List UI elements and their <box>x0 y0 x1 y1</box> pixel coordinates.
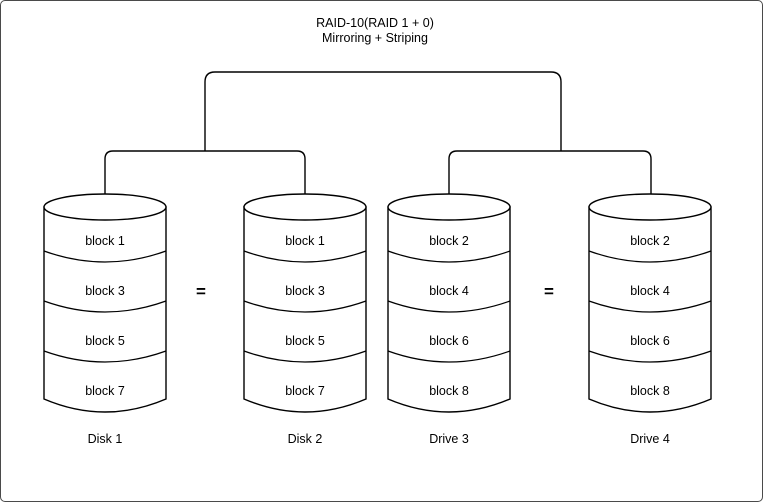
disk-2: block 1 block 3 block 5 block 7 Disk 2 <box>243 193 367 446</box>
disk-1-divider-2 <box>43 300 167 313</box>
disk-1-divider-3 <box>43 350 167 363</box>
drive-3-divider-1 <box>387 250 511 263</box>
drive-3-block-3: block 6 <box>429 334 469 348</box>
diagram-title-line1: RAID-10(RAID 1 + 0) <box>316 16 434 30</box>
drive-4-divider-2 <box>588 300 712 313</box>
disk-2-cylinder-top <box>243 193 367 221</box>
disk-1-divider-1 <box>43 250 167 263</box>
disk-1-block-3: block 5 <box>85 334 125 348</box>
drive-4-block-1: block 2 <box>630 234 670 248</box>
drive-3: block 2 block 4 block 6 block 8 Drive 3 <box>387 193 511 446</box>
disk-2-block-1: block 1 <box>285 234 325 248</box>
drive-4-divider-3 <box>588 350 712 363</box>
disk-1: block 1 block 3 block 5 block 7 Disk 1 <box>43 193 167 446</box>
disk-1-cylinder-top <box>43 193 167 221</box>
drive-3-label: Drive 3 <box>429 432 469 446</box>
disk-2-cylinder-body <box>243 206 367 413</box>
disk-2-block-3: block 5 <box>285 334 325 348</box>
drive-4-block-2: block 4 <box>630 284 670 298</box>
disk-2-label: Disk 2 <box>288 432 323 446</box>
equals-sign-mirror-1: = <box>196 282 206 301</box>
drive-4-cylinder-body <box>588 206 712 413</box>
drive-3-cylinder-top <box>387 193 511 221</box>
disk-1-cylinder-body <box>43 206 167 413</box>
diagram-title-line2: Mirroring + Striping <box>322 31 428 45</box>
disk-2-divider-2 <box>243 300 367 313</box>
drive-3-divider-2 <box>387 300 511 313</box>
drive-3-block-1: block 2 <box>429 234 469 248</box>
drive-3-cylinder-body <box>387 206 511 413</box>
drive-3-block-2: block 4 <box>429 284 469 298</box>
equals-sign-mirror-2: = <box>544 282 554 301</box>
disk-2-divider-1 <box>243 250 367 263</box>
disk-1-label: Disk 1 <box>88 432 123 446</box>
mirror-group-1-connector <box>104 150 306 194</box>
disk-1-block-4: block 7 <box>85 384 125 398</box>
drive-3-divider-3 <box>387 350 511 363</box>
disk-2-block-2: block 3 <box>285 284 325 298</box>
drive-4-divider-1 <box>588 250 712 263</box>
drive-4-label: Drive 4 <box>630 432 670 446</box>
drive-4-block-4: block 8 <box>630 384 670 398</box>
disk-1-block-2: block 3 <box>85 284 125 298</box>
drive-4-block-3: block 6 <box>630 334 670 348</box>
mirror-group-2-connector <box>448 150 652 194</box>
raid0-stripe-connector <box>204 71 562 151</box>
disk-2-block-4: block 7 <box>285 384 325 398</box>
disk-1-block-1: block 1 <box>85 234 125 248</box>
drive-4-cylinder-top <box>588 193 712 221</box>
drive-4: block 2 block 4 block 6 block 8 Drive 4 <box>588 193 712 446</box>
drive-3-block-4: block 8 <box>429 384 469 398</box>
disk-2-divider-3 <box>243 350 367 363</box>
